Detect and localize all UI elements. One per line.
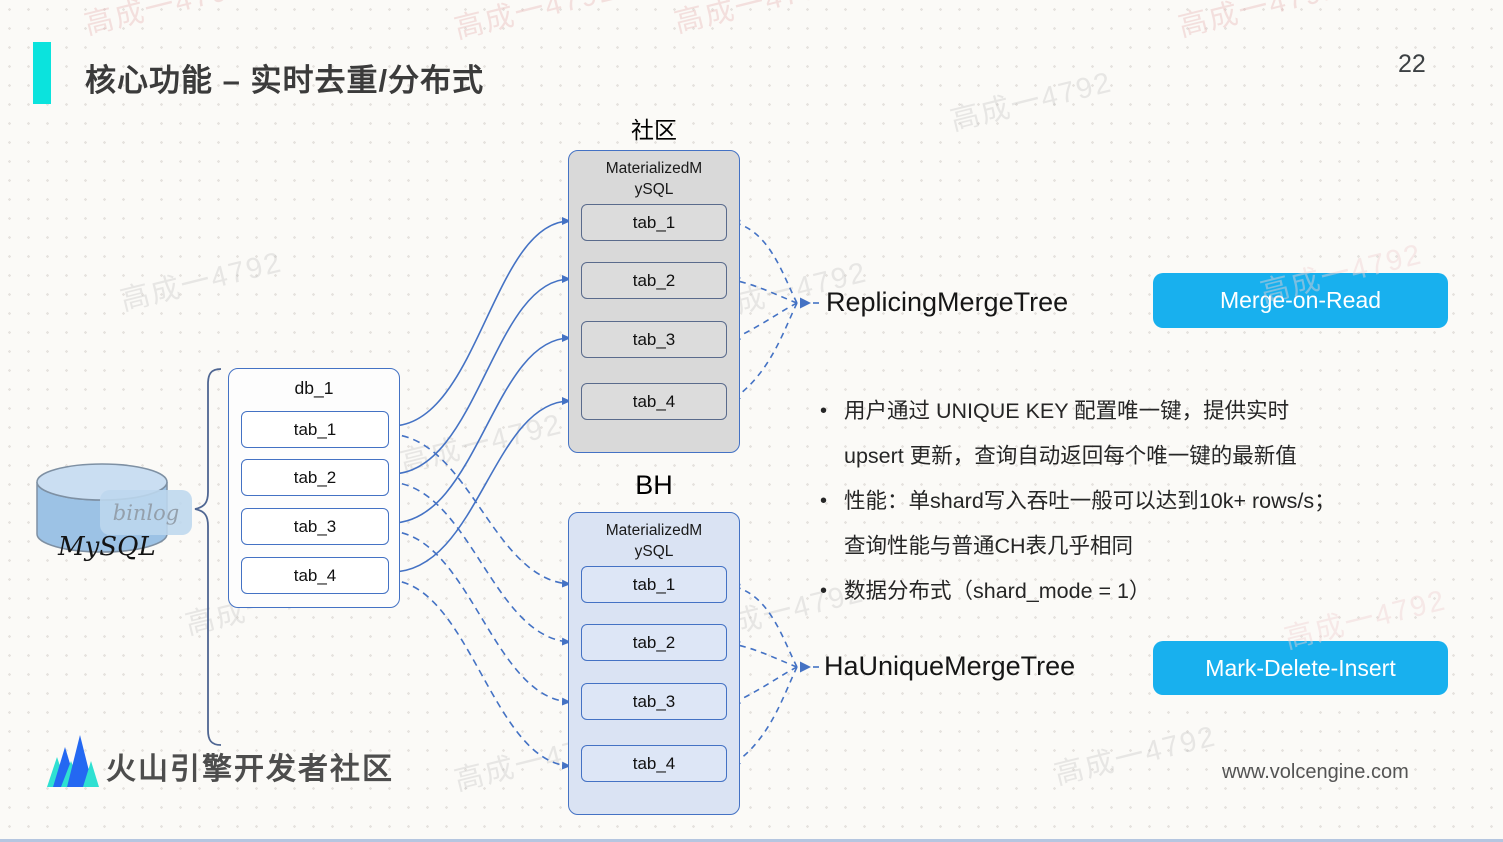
community-table-box: tab_3 <box>581 321 727 358</box>
bh-box: MaterializedMySQL tab_1 tab_2 tab_3 tab_… <box>568 512 740 815</box>
note-line: 数据分布式（shard_mode = 1） <box>844 579 1151 603</box>
merge-on-read-button[interactable]: Merge-on-Read <box>1153 273 1448 328</box>
replicing-mergetree-label: ReplicingMergeTree <box>826 287 1069 317</box>
db-table-box: tab_1 <box>241 411 389 448</box>
note-line: 查询性能与普通CH表几乎相同 <box>844 534 1134 558</box>
page-title: 核心功能 – 实时去重/分布式 <box>85 63 485 98</box>
website-url: www.volcengine.com <box>1222 761 1409 783</box>
note-item: • 用户通过 UNIQUE KEY 配置唯一键，提供实时 upsert 更新，查… <box>820 389 1465 479</box>
haunique-mergetree-label: HaUniqueMergeTree <box>824 651 1076 681</box>
title-accent-bar <box>33 42 51 104</box>
note-line: 用户通过 UNIQUE KEY 配置唯一键，提供实时 <box>844 399 1290 423</box>
binlog-badge: binlog <box>100 490 192 535</box>
note-line: upsert 更新，查询自动返回每个唯一键的最新值 <box>844 444 1297 468</box>
brand-name: 火山引擎开发者社区 <box>106 753 394 786</box>
community-box: MaterializedMySQL tab_1 tab_2 tab_3 tab_… <box>568 150 740 453</box>
db-table-box: tab_4 <box>241 557 389 594</box>
bh-table-box: tab_1 <box>581 566 727 603</box>
community-table-box: tab_4 <box>581 383 727 420</box>
bh-caption: BH <box>635 470 673 500</box>
bh-sync-arrows <box>389 433 571 770</box>
bullet-marker: • <box>820 400 828 422</box>
bh-table-box: tab_3 <box>581 683 727 720</box>
mysql-db-box: db_1 tab_1 tab_2 tab_3 tab_4 <box>228 368 400 608</box>
note-line: 性能：单shard写入吞吐一般可以达到10k+ rows/s； <box>844 489 1336 513</box>
community-sync-arrows <box>389 217 571 573</box>
bh-table-box: tab_4 <box>581 745 727 782</box>
engine-label: MaterializedMySQL <box>605 522 703 560</box>
engine-label: MaterializedMySQL <box>605 160 703 198</box>
fan-origin-arrowhead <box>800 661 811 673</box>
bullet-marker: • <box>820 580 828 602</box>
feature-notes: • 用户通过 UNIQUE KEY 配置唯一键，提供实时 upsert 更新，查… <box>820 389 1465 614</box>
haunique-fan-arrows <box>731 583 823 766</box>
db-table-box: tab_2 <box>241 459 389 496</box>
db-table-box: tab_3 <box>241 508 389 545</box>
note-item: • 性能：单shard写入吞吐一般可以达到10k+ rows/s； 查询性能与普… <box>820 479 1465 569</box>
community-table-box: tab_2 <box>581 262 727 299</box>
curly-brace <box>194 368 222 746</box>
replicing-fan-arrows <box>731 219 823 401</box>
community-caption: 社区 <box>631 117 677 143</box>
db-name: db_1 <box>294 378 334 398</box>
note-item: • 数据分布式（shard_mode = 1） <box>820 569 1465 614</box>
volcengine-logo-icon <box>47 735 99 787</box>
bullet-marker: • <box>820 490 828 512</box>
bottom-border-line <box>0 839 1503 842</box>
fan-origin-arrowhead <box>800 297 811 309</box>
community-table-box: tab_1 <box>581 204 727 241</box>
bh-table-box: tab_2 <box>581 624 727 661</box>
page-number: 22 <box>1398 50 1426 78</box>
mark-delete-insert-button[interactable]: Mark-Delete-Insert <box>1153 641 1448 695</box>
mysql-label: MySQL <box>58 532 156 562</box>
